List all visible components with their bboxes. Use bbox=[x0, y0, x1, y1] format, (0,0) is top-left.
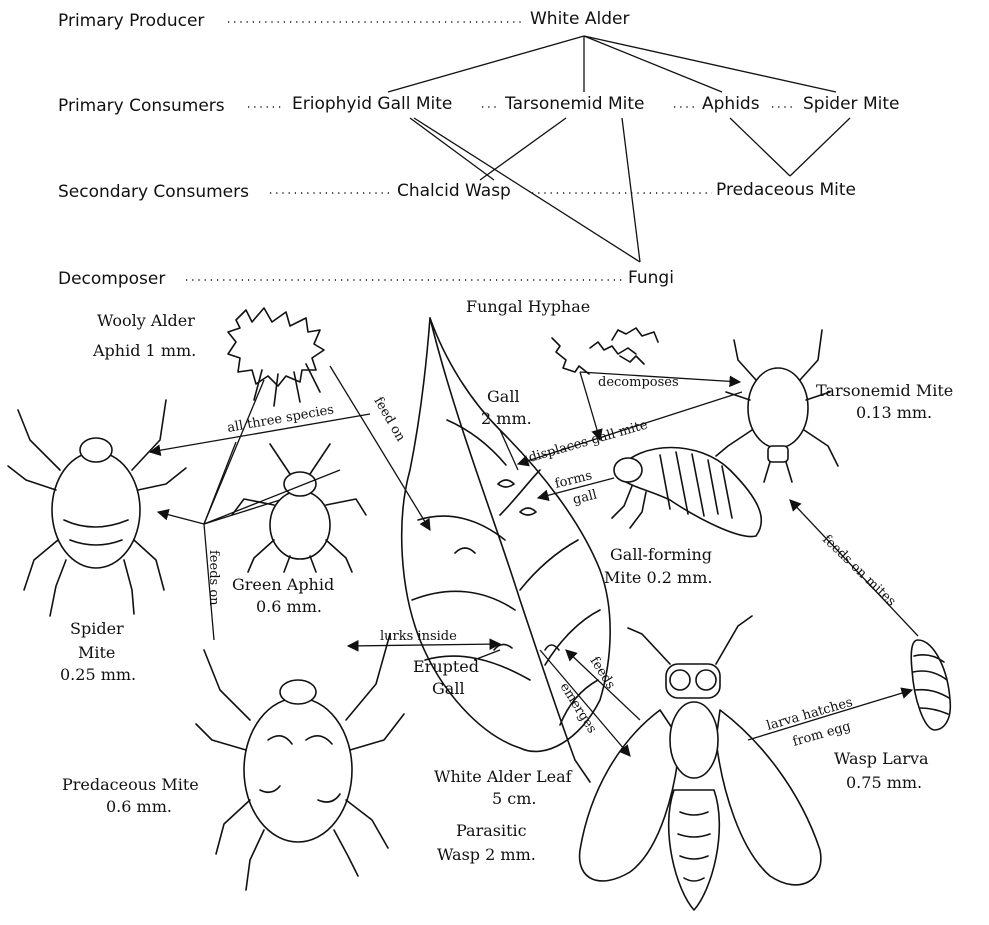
label-gall-name: Gall bbox=[487, 387, 520, 406]
label-larva-name: Wasp Larva bbox=[834, 749, 929, 768]
label-spider-mite-name-1: Spider bbox=[70, 619, 124, 638]
node-chalcid-wasp: Chalcid Wasp bbox=[397, 181, 511, 201]
wooly-aphid-drawing bbox=[227, 307, 325, 407]
relation-feed-on: feed on bbox=[371, 395, 409, 445]
label-spider-mite-size: 0.25 mm. bbox=[60, 665, 136, 684]
label-green-aphid-size: 0.6 mm. bbox=[256, 597, 322, 616]
fungal-hyphae-drawing bbox=[551, 327, 659, 375]
label-gall-mite-size: Mite 0.2 mm. bbox=[604, 568, 712, 587]
node-aphids: Aphids bbox=[702, 94, 760, 114]
label-predaceous-name: Predaceous Mite bbox=[62, 775, 199, 794]
level-primary-producer: Primary Producer bbox=[58, 11, 204, 31]
label-gall-mite-name: Gall-forming bbox=[610, 545, 712, 564]
relation-feeds-on-mites: feeds on mites bbox=[819, 532, 898, 609]
tarsonemid-mite-drawing bbox=[715, 329, 839, 483]
label-leaf-size: 5 cm. bbox=[492, 789, 536, 808]
label-wasp-size: Wasp 2 mm. bbox=[437, 845, 536, 864]
node-predaceous-mite: Predaceous Mite bbox=[716, 180, 856, 200]
relation-all-three-species: all three species bbox=[226, 402, 335, 436]
relation-arrows bbox=[148, 365, 919, 757]
predaceous-mite-drawing bbox=[195, 633, 405, 891]
relation-decomposes: decomposes bbox=[598, 375, 679, 390]
gall-forming-mite-drawing bbox=[611, 446, 763, 538]
label-spider-mite-name-2: Mite bbox=[78, 643, 115, 662]
wasp-larva-drawing bbox=[910, 639, 952, 731]
label-wooly-aphid-size: Aphid 1 mm. bbox=[92, 341, 196, 360]
node-spider-mite: Spider Mite bbox=[803, 94, 899, 114]
gall-pointer bbox=[499, 429, 519, 471]
node-tarsonemid-mite: Tarsonemid Mite bbox=[504, 94, 644, 114]
spider-mite-drawing bbox=[7, 399, 187, 617]
label-wooly-aphid-name: Wooly Alder bbox=[97, 311, 195, 330]
level-secondary-consumers: Secondary Consumers bbox=[58, 182, 249, 202]
label-leaf-name: White Alder Leaf bbox=[434, 767, 573, 786]
label-tarsonemid-size: 0.13 mm. bbox=[856, 403, 932, 422]
label-fungal-hyphae: Fungal Hyphae bbox=[466, 297, 590, 316]
level-decomposer: Decomposer bbox=[58, 269, 165, 289]
green-aphid-drawing bbox=[231, 443, 367, 573]
label-gall-size: 2 mm. bbox=[481, 409, 532, 428]
label-predaceous-size: 0.6 mm. bbox=[106, 797, 172, 816]
node-eriophyid-gall-mite: Eriophyid Gall Mite bbox=[292, 94, 452, 114]
food-web-links bbox=[387, 35, 851, 263]
relation-lurks-inside: lurks inside bbox=[380, 629, 457, 644]
parasitic-wasp-drawing bbox=[578, 615, 822, 911]
label-erupted-gall-1: Erupted bbox=[413, 657, 479, 676]
node-fungi: Fungi bbox=[628, 268, 674, 288]
relation-gall: gall bbox=[571, 487, 598, 507]
level-primary-consumers: Primary Consumers bbox=[58, 96, 225, 116]
label-larva-size: 0.75 mm. bbox=[846, 773, 922, 792]
label-erupted-gall-2: Gall bbox=[432, 679, 465, 698]
relation-feeds-on: feeds on bbox=[206, 550, 221, 606]
label-green-aphid-name: Green Aphid bbox=[232, 575, 334, 594]
node-white-alder: White Alder bbox=[530, 9, 629, 29]
label-tarsonemid-name: Tarsonemid Mite bbox=[816, 381, 953, 400]
label-wasp-name: Parasitic bbox=[456, 821, 527, 840]
